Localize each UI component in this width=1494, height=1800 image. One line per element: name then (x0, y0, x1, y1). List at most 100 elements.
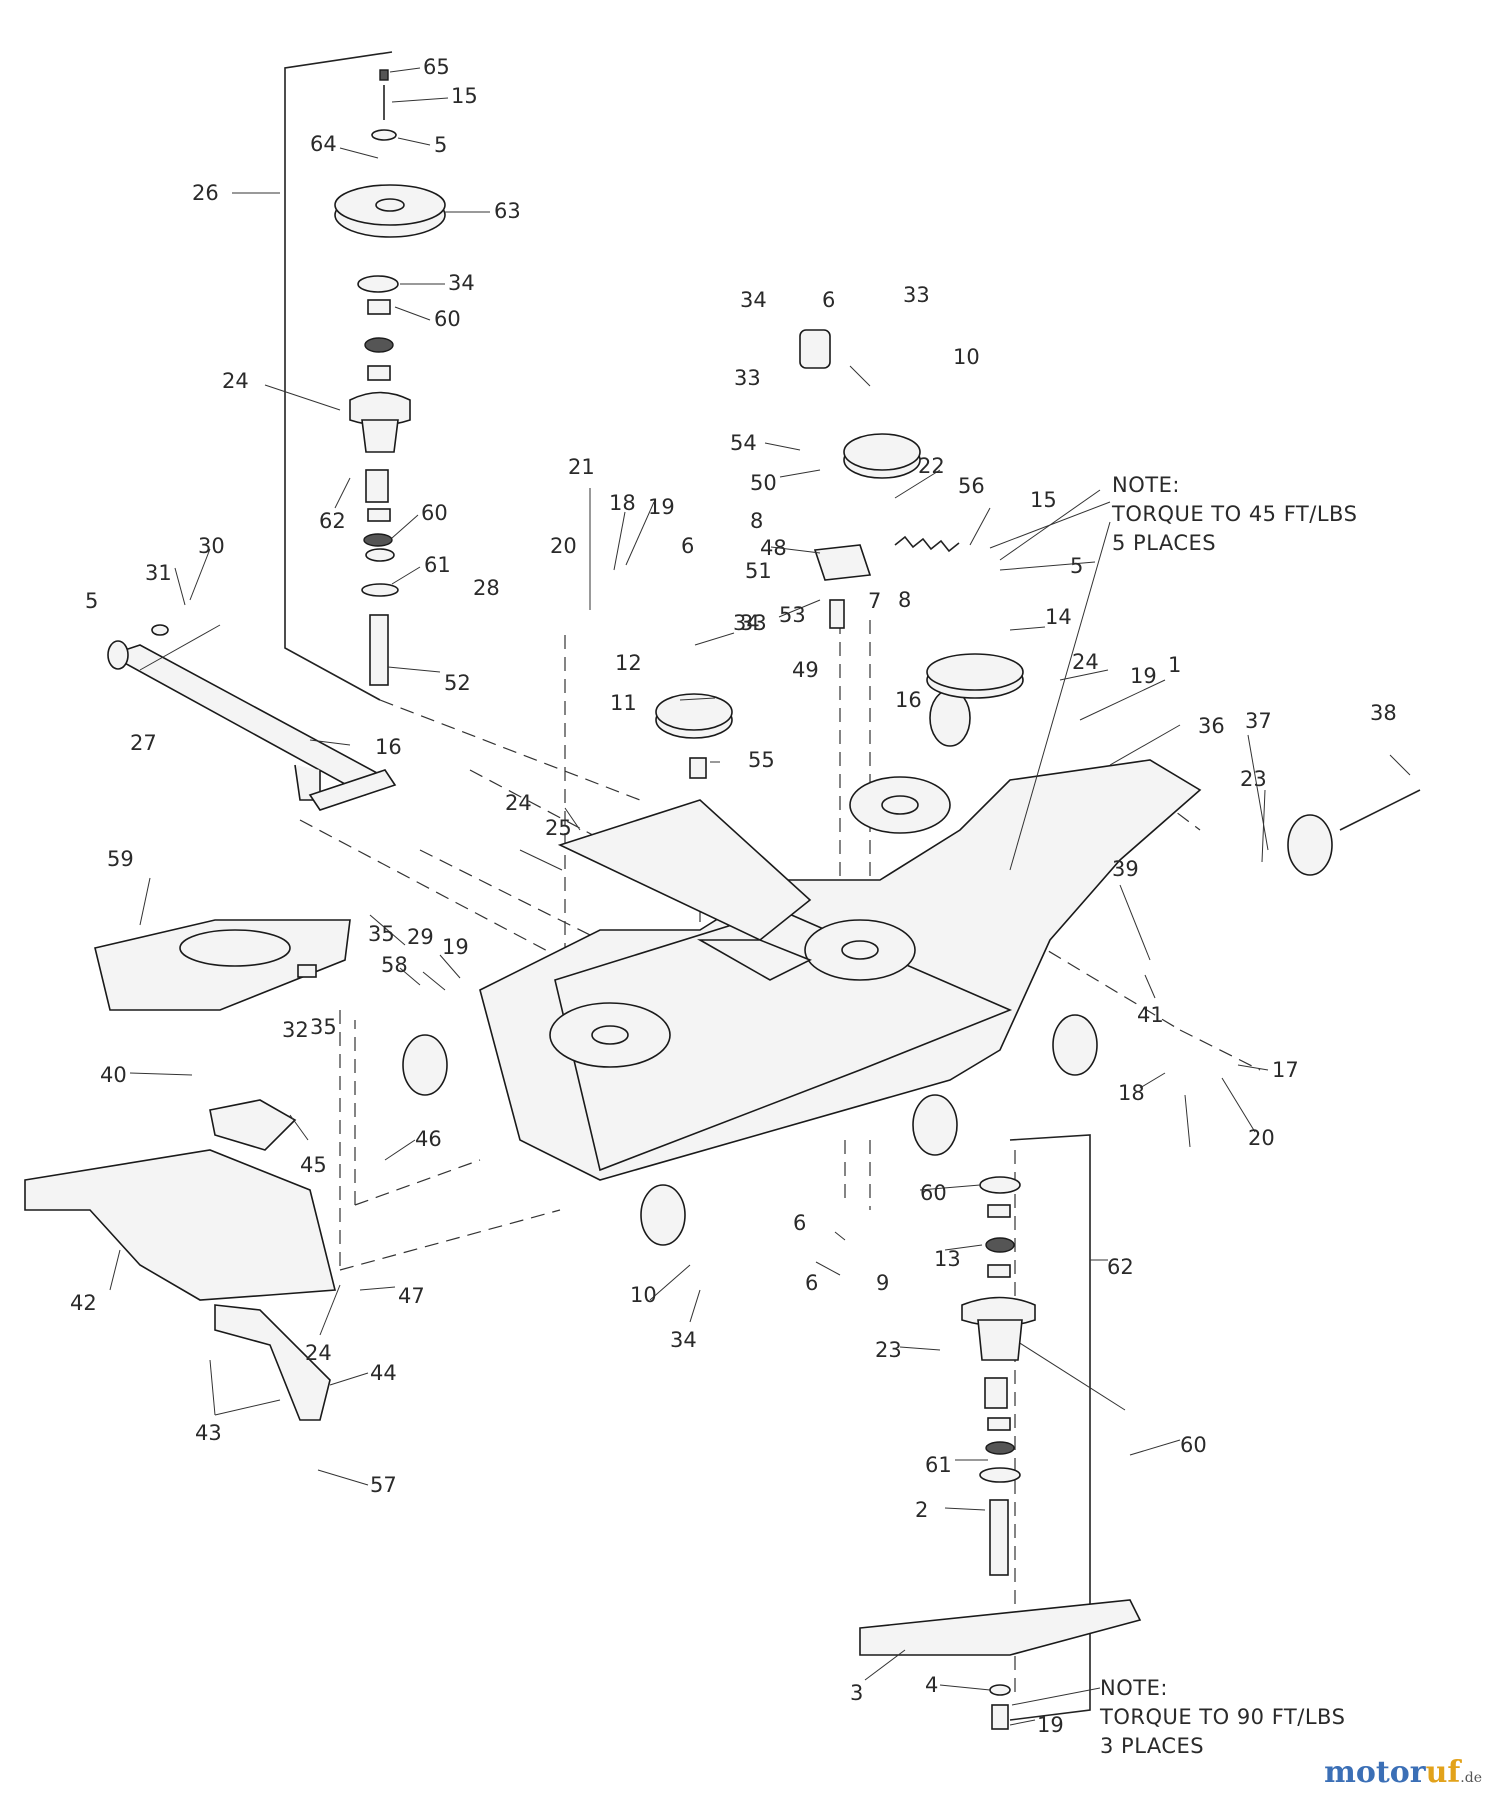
callout-label: 25 (545, 816, 572, 840)
discharge-chute-25 (94, 919, 351, 1011)
mower-blade-2 (859, 1599, 1142, 1730)
callout-label: 24 (1072, 650, 1099, 674)
callout-label: 61 (424, 553, 451, 577)
callout-label: 37 (1245, 709, 1272, 733)
callout-label: 19 (442, 935, 469, 959)
callout-label: 24 (222, 369, 249, 393)
callout-label: 7 (868, 589, 881, 613)
callout-label: 40 (100, 1063, 127, 1087)
callout-label: 38 (1370, 701, 1397, 725)
callout-label: 58 (381, 953, 408, 977)
callout-label: 19 (1037, 1713, 1064, 1737)
callout-label: 6 (793, 1211, 806, 1235)
callout-label: 21 (568, 455, 595, 479)
callout-label: 60 (434, 307, 461, 331)
callout-label: 26 (192, 181, 219, 205)
callout-label: 8 (898, 588, 911, 612)
callout-label: 23 (875, 1338, 902, 1362)
deck-wheels (402, 689, 1421, 1246)
watermark-logo: motoruf.de (1324, 1755, 1482, 1790)
callout-label: 4 (925, 1673, 938, 1697)
callout-label: 13 (934, 1247, 961, 1271)
callout-label: 57 (370, 1473, 397, 1497)
callout-label: 53 (779, 603, 806, 627)
deck-shell-1 (479, 759, 1202, 1181)
lower-spindle-stack (961, 1176, 1036, 1576)
callout-label: 34 (733, 611, 760, 635)
note-places: 5 PLACES (1112, 531, 1216, 555)
callout-label: 6 (681, 534, 694, 558)
note-torque: TORQUE TO 45 FT/LBS (1111, 502, 1357, 526)
callout-label: 24 (505, 791, 532, 815)
callout-label: 44 (370, 1361, 397, 1385)
callout-label: 50 (750, 471, 777, 495)
note-heading: NOTE: (1100, 1676, 1168, 1700)
callout-label: 24 (305, 1341, 332, 1365)
callout-label: 41 (1137, 1003, 1164, 1027)
callout-label: 30 (198, 534, 225, 558)
watermark-orange: uf (1425, 1755, 1461, 1790)
note-heading: NOTE: (1112, 473, 1180, 497)
callout-label: 5 (434, 133, 447, 157)
callout-label: 47 (398, 1284, 425, 1308)
callout-label: 19 (1130, 664, 1157, 688)
callout-label: 45 (300, 1153, 327, 1177)
torque-note-upper: NOTE: TORQUE TO 45 FT/LBS 5 PLACES (1111, 473, 1357, 555)
callout-label: 35 (368, 922, 395, 946)
callout-label: 27 (130, 731, 157, 755)
callout-label: 20 (1248, 1126, 1275, 1150)
callout-label: 15 (451, 84, 478, 108)
callout-label: 23 (1240, 767, 1267, 791)
callout-label: 19 (648, 495, 675, 519)
leader-lines (109, 67, 1411, 1726)
callout-label: 15 (1030, 488, 1057, 512)
callout-label: 6 (805, 1271, 818, 1295)
callout-label: 60 (421, 501, 448, 525)
deck-arm-27 (107, 624, 397, 811)
callout-numbers: 65 15 5 64 26 63 34 60 24 62 60 61 28 52… (70, 55, 1397, 1737)
callout-label: 61 (925, 1453, 952, 1477)
callout-label: 31 (145, 561, 172, 585)
callout-label: 33 (740, 611, 767, 635)
callout-label: 20 (550, 534, 577, 558)
callout-label: 32 (282, 1018, 309, 1042)
spindle-stack-left (334, 69, 446, 686)
callout-label: 3 (850, 1681, 863, 1705)
callout-label: 46 (415, 1127, 442, 1151)
callout-label: 36 (1198, 714, 1225, 738)
callout-label: 5 (1070, 554, 1083, 578)
callout-label: 64 (310, 132, 337, 156)
watermark-blue: motor (1324, 1755, 1426, 1790)
callout-label: 29 (407, 925, 434, 949)
spring-22 (894, 535, 960, 553)
callout-label: 22 (918, 454, 945, 478)
watermark-suffix: .de (1460, 1770, 1482, 1786)
callout-label: 33 (734, 366, 761, 390)
callout-label: 63 (494, 199, 521, 223)
torque-note-lower: NOTE: TORQUE TO 90 FT/LBS 3 PLACES (1099, 1676, 1345, 1758)
callout-label: 54 (730, 431, 757, 455)
callout-label: 59 (107, 847, 134, 871)
callout-label: 17 (1272, 1058, 1299, 1082)
callout-label: 8 (750, 509, 763, 533)
callout-label: 60 (920, 1181, 947, 1205)
callout-label: 6 (822, 288, 835, 312)
callout-label: 65 (423, 55, 450, 79)
callout-label: 18 (1118, 1081, 1145, 1105)
callout-label: 11 (610, 691, 637, 715)
callout-label: 60 (1180, 1433, 1207, 1457)
callout-label: 52 (444, 671, 471, 695)
idler-pulleys (655, 329, 1024, 779)
callout-label: 33 (903, 283, 930, 307)
callout-label: 34 (448, 271, 475, 295)
callout-label: 48 (760, 536, 787, 560)
callout-label: 16 (375, 735, 402, 759)
callout-label: 43 (195, 1421, 222, 1445)
callout-label: 12 (615, 651, 642, 675)
callout-label: 62 (1107, 1255, 1134, 1279)
callout-label: 5 (85, 589, 98, 613)
callout-label: 35 (310, 1015, 337, 1039)
callout-label: 42 (70, 1291, 97, 1315)
callout-label: 2 (915, 1498, 928, 1522)
